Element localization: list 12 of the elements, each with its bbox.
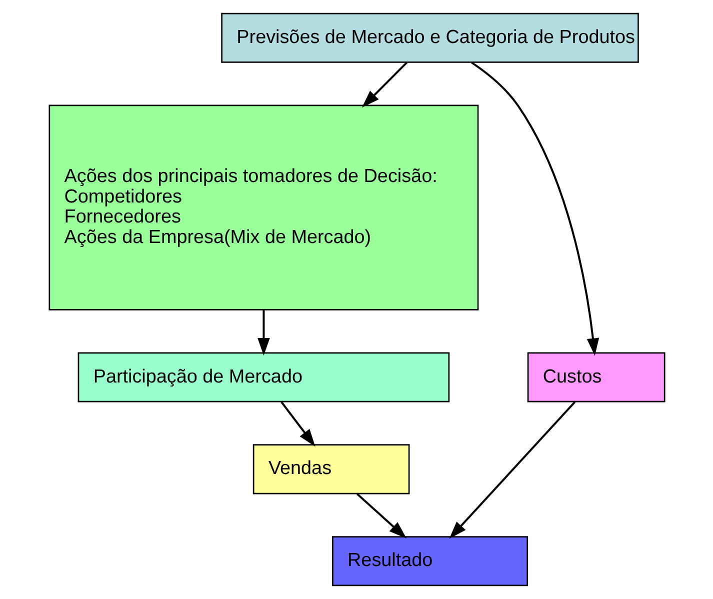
node-box: Ações dos principais tomadores de Decisão: Competidores Fornecedores Ações da Empresa(Mix de Mercado) [48, 104, 478, 310]
node-box: Resultado [332, 536, 528, 586]
node-box: Custos [526, 352, 665, 402]
arrow [470, 62, 599, 356]
node-box: Vendas [252, 444, 410, 494]
arrow [356, 493, 406, 539]
arrow [280, 401, 315, 447]
arrow [361, 62, 408, 108]
node-box: Participação de Mercado [77, 352, 450, 402]
node-box: Previsões de Mercado e Categoria de Produtos [220, 12, 638, 63]
arrow [448, 401, 576, 539]
arrow [257, 310, 270, 356]
